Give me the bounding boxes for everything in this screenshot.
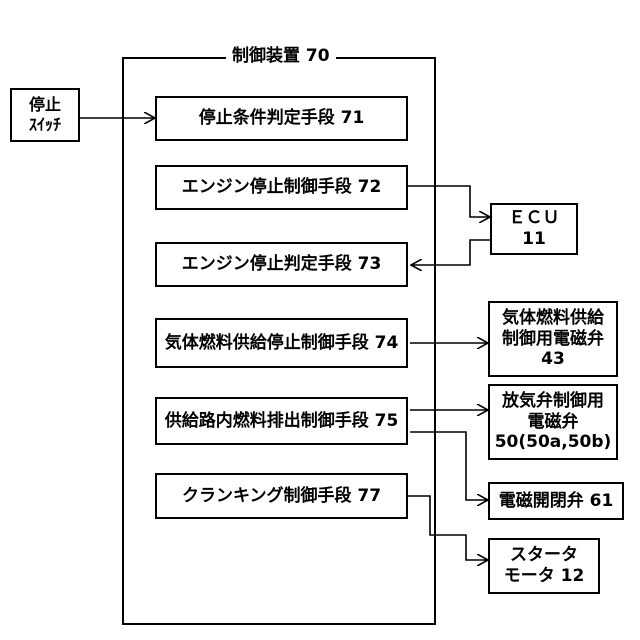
arrow-75-to-solenoid-valve [410,432,488,500]
starter-line2: モータ 12 [504,566,585,587]
means-75-box: 供給路内燃料排出制御手段 75 [155,397,408,445]
means-71-label: 停止条件判定手段 71 [199,108,365,129]
release-valve-box: 放気弁制御用 電磁弁 50(50a,50b) [488,384,618,460]
means-74-box: 気体燃料供給停止制御手段 74 [155,318,408,368]
means-72-box: エンジン停止制御手段 72 [155,165,408,210]
gas-valve-box: 気体燃料供給 制御用電磁弁 43 [488,301,618,377]
stop-switch-line1: 停止 [29,95,61,115]
release-valve-line2: 電磁弁 [528,412,579,433]
solenoid-valve-box: 電磁開閉弁 61 [488,482,624,520]
ecu-line1: ＥＣＵ [509,208,560,229]
ecu-box: ＥＣＵ 11 [490,203,578,255]
gas-valve-line3: 43 [541,349,565,370]
gas-valve-line2: 制御用電磁弁 [502,329,604,350]
release-valve-line1: 放気弁制御用 [502,391,604,412]
release-valve-line3: 50(50a,50b) [495,432,612,453]
arrow-ecu-to-73 [411,240,490,265]
stop-switch-line2: ｽｲｯﾁ [29,115,61,135]
gas-valve-line1: 気体燃料供給 [502,308,604,329]
starter-line1: スタータ [510,545,578,566]
means-73-label: エンジン停止判定手段 73 [182,254,382,275]
starter-motor-box: スタータ モータ 12 [488,538,600,594]
arrow-72-to-ecu [408,186,490,217]
arrow-77-to-starter [408,496,488,560]
means-77-label: クランキング制御手段 77 [182,486,381,507]
stop-switch-box: 停止 ｽｲｯﾁ [10,88,80,142]
means-72-label: エンジン停止制御手段 72 [182,177,382,198]
means-73-box: エンジン停止判定手段 73 [155,242,408,287]
means-75-label: 供給路内燃料排出制御手段 75 [165,411,399,432]
solenoid-valve-label: 電磁開閉弁 61 [499,491,614,512]
means-74-label: 気体燃料供給停止制御手段 74 [165,333,399,354]
means-77-box: クランキング制御手段 77 [155,473,408,519]
ecu-line2: 11 [522,229,546,250]
means-71-box: 停止条件判定手段 71 [155,96,408,141]
